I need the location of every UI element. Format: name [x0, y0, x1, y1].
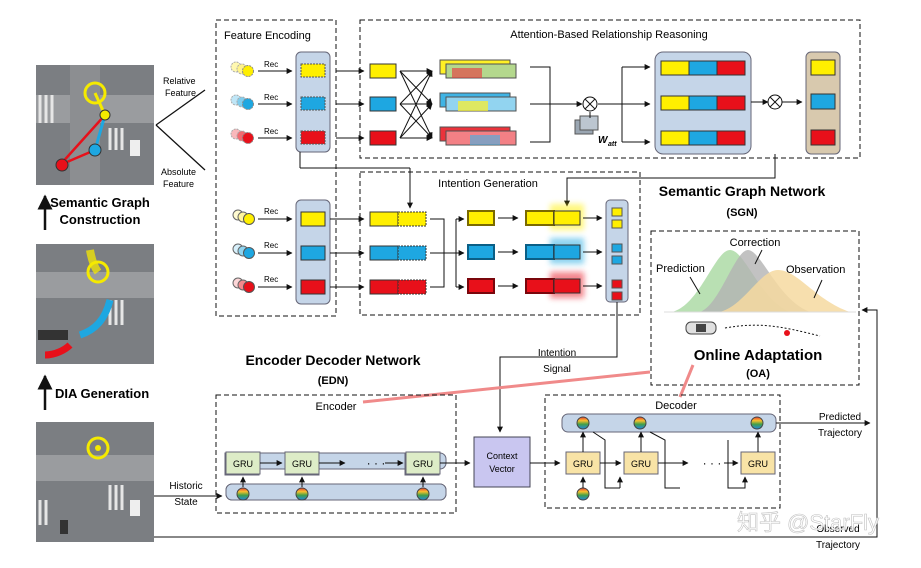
encoder-ellipsis: · · ·: [367, 456, 386, 470]
predicted-label-line1: Predicted: [819, 412, 861, 423]
trajectory-point: [784, 330, 790, 336]
sgn-abbr: (SGN): [726, 207, 758, 219]
absolute-feature-stack: Rec Rec Rec: [232, 199, 331, 305]
gru-label: GRU: [573, 459, 593, 469]
edn-abbr: (EDN): [318, 375, 349, 387]
gru-label: GRU: [413, 459, 433, 469]
distribution-curves: [664, 250, 856, 313]
pink-link-encoder: [362, 370, 651, 404]
observed-trajectory-arrow: [154, 307, 878, 538]
dot-cluster-blue-abs: [232, 243, 255, 259]
adapted-trajectory: [724, 324, 821, 337]
rec-label: Rec: [264, 127, 278, 136]
pink-link-decoder: [678, 364, 695, 398]
online-adaptation-box: [650, 230, 860, 386]
relative-feature-stack: Rec Rec Rec: [230, 51, 331, 153]
prediction-pointer: [689, 276, 701, 295]
absolute-label-line1: Absolute: [161, 167, 196, 177]
attention-box: [359, 19, 861, 159]
dot-cluster-red-abs: [232, 277, 255, 293]
intention-box: [359, 171, 641, 316]
sgn-title: Semantic Graph Network: [659, 183, 826, 199]
observed-label-line2: Trajectory: [816, 540, 860, 551]
aerial-image-middle: [36, 244, 154, 364]
feature-encoding-title: Feature Encoding: [224, 30, 311, 42]
watermark: 知乎 @StarFly: [737, 510, 879, 535]
encoder-input-token: [236, 487, 250, 501]
decoder-output-bar: [561, 413, 777, 433]
rec-label: Rec: [264, 93, 278, 102]
encoder-box: [215, 394, 457, 514]
rec-label: Rec: [264, 241, 278, 250]
dot-cluster-yellow-rel: [230, 61, 254, 77]
decoder-label: Decoder: [655, 400, 697, 412]
encoder-input-token: [416, 487, 430, 501]
decoder-input-token: [576, 487, 590, 501]
intention-signal-line1: Intention: [538, 348, 576, 359]
context-label-line2: Vector: [489, 464, 515, 474]
historic-label-line2: State: [174, 497, 198, 508]
correction-pointer: [754, 249, 763, 265]
absolute-label-line2: Feature: [163, 179, 194, 189]
weight-subscript: att: [608, 141, 617, 148]
dia-label: DIA Generation: [55, 386, 149, 401]
decoder-output-token: [750, 416, 764, 430]
dot-cluster-yellow-abs: [232, 209, 255, 225]
intention-module: [330, 199, 629, 303]
relative-label-line2: Feature: [165, 88, 196, 98]
relative-label-line1: Relative: [163, 76, 196, 86]
intention-title: Intention Generation: [438, 178, 538, 190]
attention-module: W att: [336, 51, 841, 155]
observation-label: Observation: [786, 264, 845, 276]
encoder-label: Encoder: [316, 401, 357, 413]
gru-label: GRU: [292, 459, 312, 469]
sgc-label-line2: Construction: [60, 212, 141, 227]
sgc-label-line1: Semantic Graph: [50, 195, 150, 210]
decoder-ellipsis: · · ·: [703, 456, 722, 470]
rec-label: Rec: [264, 60, 278, 69]
dot-cluster-blue-rel: [230, 94, 254, 110]
aerial-image-bottom: [36, 422, 154, 542]
oa-title: Online Adaptation: [694, 347, 823, 364]
rec-label: Rec: [264, 275, 278, 284]
correction-label: Correction: [730, 237, 781, 249]
intention-signal-arrow: [497, 302, 618, 433]
car-icon: [685, 321, 717, 335]
intention-signal-line2: Signal: [543, 364, 571, 375]
decoder-box: [544, 394, 781, 509]
gru-label: GRU: [233, 459, 253, 469]
context-vector: [473, 436, 531, 488]
context-label-line1: Context: [486, 451, 518, 461]
rec-label: Rec: [264, 207, 278, 216]
aerial-image-top: [36, 65, 154, 185]
encoder-input-bar: [225, 483, 447, 501]
sgn-feedback-arrow: [564, 154, 776, 207]
prediction-label: Prediction: [656, 263, 705, 275]
observation-pointer: [813, 279, 823, 299]
dot-cluster-red-rel: [230, 128, 254, 144]
absolute-feature-line: [155, 124, 206, 171]
gru-label: GRU: [631, 459, 651, 469]
predicted-label-line2: Trajectory: [818, 428, 862, 439]
observed-label-line1: Observed: [816, 524, 859, 535]
relative-feature-line: [155, 89, 206, 126]
attention-title: Attention-Based Relationship Reasoning: [510, 29, 708, 41]
weight-symbol: W: [598, 135, 609, 146]
edn-title: Encoder Decoder Network: [245, 352, 420, 368]
historic-label-line1: Historic: [169, 481, 202, 492]
encoder-input-token: [295, 487, 309, 501]
oa-abbr: (OA): [746, 368, 770, 380]
decoder-output-token: [576, 416, 590, 430]
decoder-output-token: [633, 416, 647, 430]
gru-label: GRU: [748, 459, 768, 469]
